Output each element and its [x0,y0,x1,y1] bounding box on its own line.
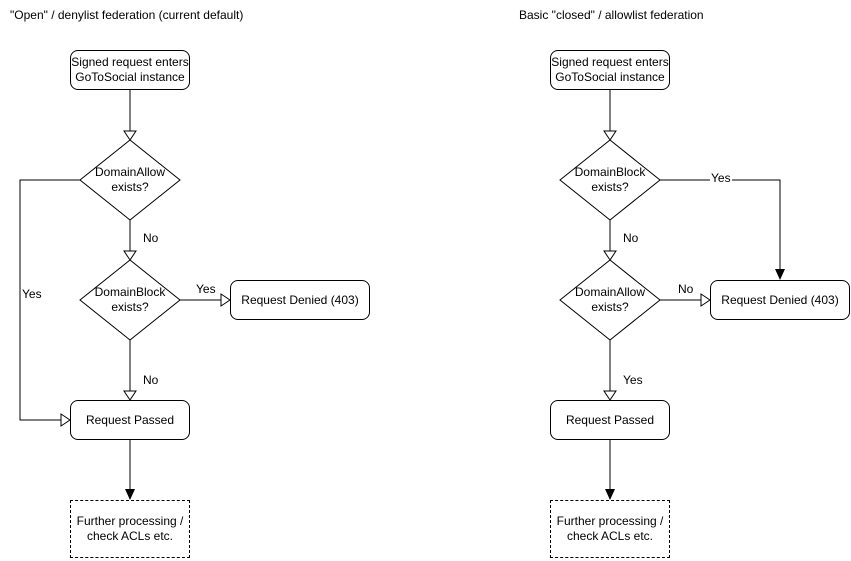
edge-label-no: No [142,231,160,245]
arrowhead-filled-icon [605,489,615,500]
decision1-diamond [79,139,181,221]
arrowhead-open-icon [603,250,617,261]
edge-label-yes: Yes [710,171,732,185]
chart-title: "Open" / denylist federation (current de… [10,8,244,22]
edge-label-no: No [142,373,160,387]
node-request-passed: Request Passed [70,400,190,440]
arrowhead-open-icon [603,390,617,401]
node-request-denied: Request Denied (403) [710,280,850,320]
edge-decision1-yes [660,179,781,269]
arrowhead-open-icon [123,130,137,141]
edge-label-yes: Yes [195,282,217,296]
node-decision-domainallow: DomainAllow exists? [94,165,166,194]
arrowhead-open-icon [603,130,617,141]
node-request-passed: Request Passed [550,400,670,440]
denylist-flowchart-edges [19,90,231,500]
node-decision-domainblock: DomainBlock exists? [94,285,166,314]
edge-label-no: No [622,231,640,245]
arrowhead-open-icon [220,293,231,307]
arrowhead-open-icon [123,390,137,401]
allowlist-flowchart-edges [559,90,785,500]
node-decision-domainblock: DomainBlock exists? [574,165,646,194]
node-request-denied: Request Denied (403) [230,280,370,320]
edge-decision1-yes [19,179,80,421]
node-decision-domainallow: DomainAllow exists? [574,285,646,314]
arrowhead-open-icon [60,413,71,427]
node-start: Signed request enters GoToSocial instanc… [70,50,190,90]
node-further-processing: Further processing / check ACLs etc. [70,500,190,558]
arrowhead-open-icon [700,293,711,307]
arrowhead-open-icon [123,250,137,261]
edge-label-yes: Yes [622,373,644,387]
edge-label-no: No [677,282,695,296]
arrowhead-filled-icon [775,269,785,280]
node-further-processing: Further processing / check ACLs etc. [550,500,670,558]
node-start: Signed request enters GoToSocial instanc… [550,50,670,90]
decision1-diamond [559,139,661,221]
chart-title: Basic "closed" / allowlist federation [519,8,704,22]
decision2-diamond [79,259,181,341]
arrowhead-filled-icon [125,489,135,500]
decision2-diamond [559,259,661,341]
edge-label-yes: Yes [21,287,43,301]
